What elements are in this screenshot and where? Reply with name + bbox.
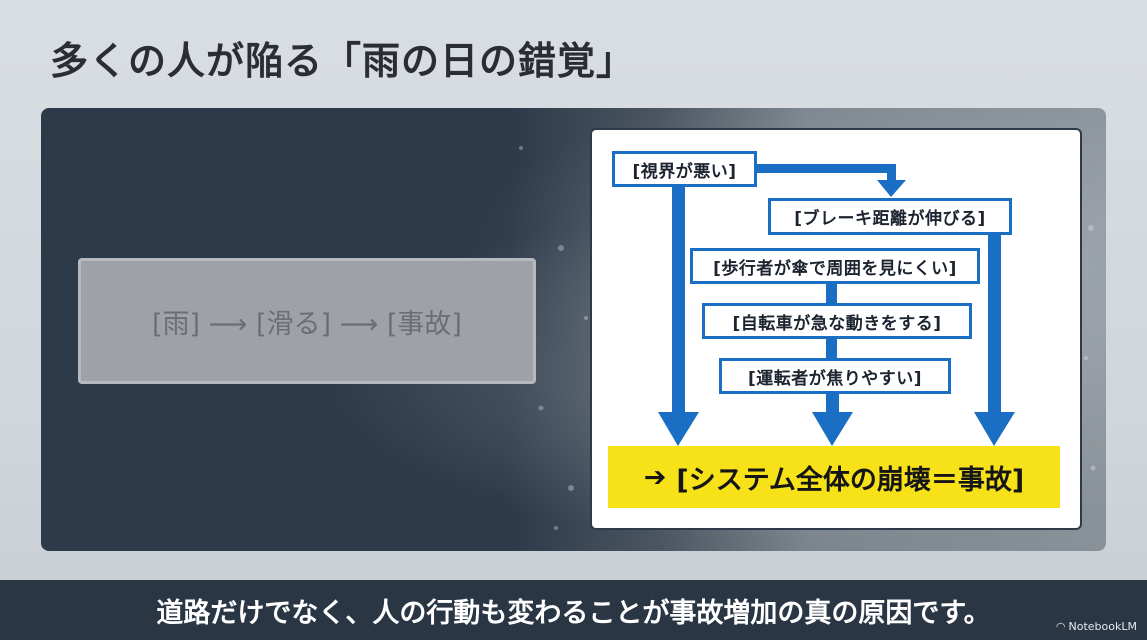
right-arrow-icon: ➔ bbox=[644, 462, 667, 493]
result-label: [システム全体の崩壊＝事故] bbox=[676, 458, 1024, 497]
notebooklm-logo-icon: ◠ bbox=[1056, 620, 1066, 633]
brand-watermark: ◠ NotebookLM bbox=[1056, 620, 1137, 633]
node-visibility: [視界が悪い] bbox=[612, 151, 757, 187]
node-cyclists: [自転車が急な動きをする] bbox=[702, 303, 972, 339]
node-brake-distance: [ブレーキ距離が伸びる] bbox=[768, 198, 1012, 235]
result-box: ➔ [システム全体の崩壊＝事故] bbox=[608, 446, 1060, 508]
node-drivers: [運転者が焦りやすい] bbox=[719, 358, 951, 394]
footer-caption: 道路だけでなく、人の行動も変わることが事故増加の真の原因です。 bbox=[0, 580, 1147, 640]
node-pedestrians: [歩行者が傘で周囲を見にくい] bbox=[690, 248, 980, 284]
brand-label: NotebookLM bbox=[1069, 620, 1137, 633]
footer-bar: 道路だけでなく、人の行動も変わることが事故増加の真の原因です。 ◠ Notebo… bbox=[0, 580, 1147, 640]
